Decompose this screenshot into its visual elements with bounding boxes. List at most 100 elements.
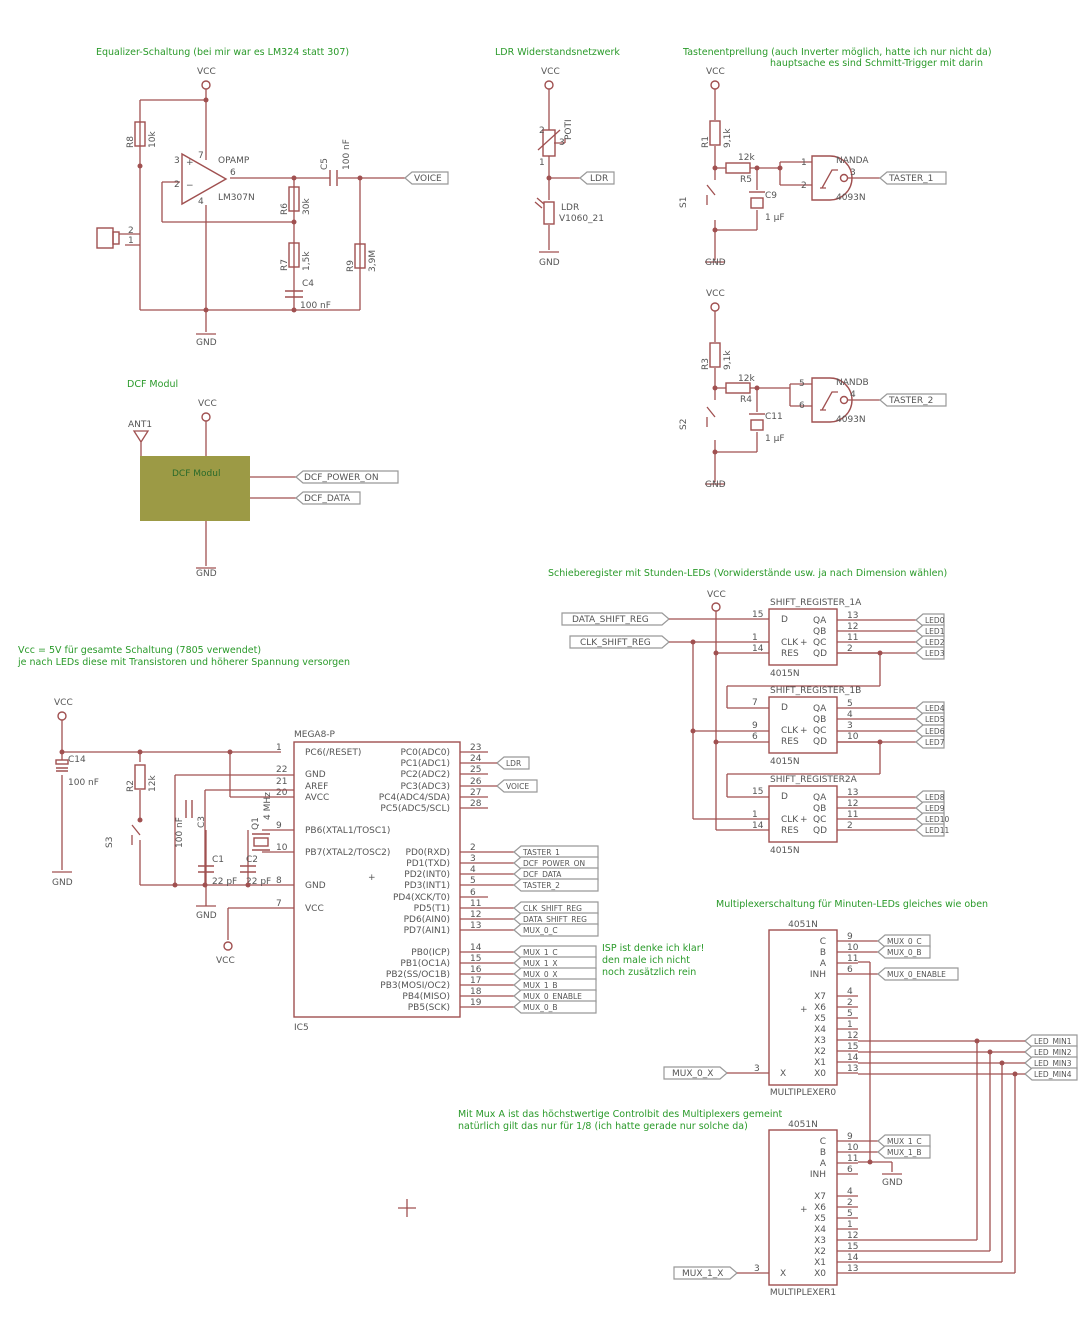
sr0-pin-name-3: QA <box>813 616 827 626</box>
svg-text:+: + <box>186 158 194 168</box>
note-mux-a-1: Mit Mux A ist das höchstwertige Controlb… <box>458 1109 782 1120</box>
db1-gnd-label: GND <box>705 258 726 268</box>
net-ldr: LDR <box>590 174 608 184</box>
c9-label: C9 <box>765 191 777 201</box>
opamp-pin-6: 6 <box>230 168 236 178</box>
mcu-right-pin-name-1: PC1(ADC1) <box>400 759 450 769</box>
db2-gnd-label: GND <box>705 480 726 490</box>
note-mux-a-2: natürlich gilt das nur für 1/8 (ich hatt… <box>458 1121 748 1132</box>
mcu-right-pin-name-15: PB1(OC1A) <box>400 959 450 969</box>
sr2-pin-name-1: CLK <box>781 815 799 825</box>
c11-value: 1 µF <box>765 434 785 444</box>
sr1-pin-name-1: CLK <box>781 726 799 736</box>
mux-1-pin-8: X3 <box>814 1236 826 1246</box>
mux-0-pin-8: X3 <box>814 1036 826 1046</box>
opamp-value: LM307N <box>218 193 255 203</box>
dcf-module: ANT1 VCC DCF Modul GND <box>128 399 296 579</box>
svg-text:+: + <box>800 638 808 648</box>
led-min-label-3: LED_MIN4 <box>1034 1070 1072 1079</box>
mic-pin-2: 2 <box>128 226 134 236</box>
mcu-right-pin-num-5: 28 <box>470 799 482 809</box>
mcu-net-ldr: LDR <box>506 759 521 768</box>
mcu-vcc-label-2: VCC <box>216 956 235 966</box>
ant-label: ANT1 <box>128 420 152 430</box>
mcu-pd-label-1: DCF_POWER_ON <box>523 859 585 868</box>
mux-1-pin-1: B <box>820 1148 826 1158</box>
sr0-pin-name-2: RES <box>781 649 799 659</box>
svg-text:+: + <box>800 726 808 736</box>
sr2-pin-name-5: QC <box>813 815 826 825</box>
mux-0-pin-7: X4 <box>814 1025 826 1035</box>
sr0-pin-name-6: QD <box>813 649 827 659</box>
mcu-right-pin-name-3: PC3(ADC3) <box>400 782 450 792</box>
debounce-1: VCC R1 9,1k 12k R5 C9 1 µF S1 NANDA 4093… <box>679 67 880 268</box>
sr0-pin-num-0: 15 <box>752 610 763 620</box>
mcu-pb-label-4: MUX_0_ENABLE <box>523 992 582 1001</box>
c2-value: 22 pF <box>246 877 271 887</box>
c4-value: 100 nF <box>300 301 331 311</box>
c1-label: C1 <box>212 855 224 865</box>
opamp-name: OPAMP <box>218 156 250 166</box>
mux-0-pin-num-6: 5 <box>847 1009 853 1019</box>
c2-label: C2 <box>246 855 258 865</box>
sr2-pin-name-4: QB <box>813 804 826 814</box>
mux-0-inh-label: MUX_0_ENABLE <box>887 970 946 979</box>
opamp-pin-4: 4 <box>198 197 204 207</box>
mcu-right-pin-num-13: 13 <box>470 921 481 931</box>
nanda-label: NANDA <box>836 156 869 166</box>
mux-0-pin-9: X2 <box>814 1047 826 1057</box>
net-dcf-power: DCF_POWER_ON <box>304 473 379 483</box>
mcu-right-pin-num-1: 24 <box>470 754 482 764</box>
db2-vcc-label: VCC <box>706 289 725 299</box>
mcu-pd-label-5: CLK_SHIFT_REG <box>523 904 582 913</box>
led-label-4: LED4 <box>925 704 945 713</box>
mcu-left-pin-name-5: PB7(XTAL2/TOSC2) <box>305 848 390 858</box>
led-label-6: LED6 <box>925 727 945 736</box>
mcu-left-pin-num-0: 1 <box>276 743 282 753</box>
mcu-pb-label-1: MUX_1_X <box>523 959 558 968</box>
opamp-pin-3: 3 <box>174 156 180 166</box>
mux-0-pin-num-8: 12 <box>847 1031 858 1041</box>
c3-label: C3 <box>197 816 207 828</box>
sr1-pin-num-4: 4 <box>847 710 853 720</box>
mcu-gnd-label-1: GND <box>52 878 73 888</box>
mcu-left-pin-num-6: 8 <box>276 876 282 886</box>
q1-label: Q1 <box>251 817 261 830</box>
sr2-pin-num-1: 1 <box>752 810 758 820</box>
mcu-right-pin-name-6: PD0(RXD) <box>406 848 450 858</box>
mcu-vcc-label: VCC <box>54 698 73 708</box>
opamp-pin-2: 2 <box>174 180 180 190</box>
dcf-vcc-label: VCC <box>198 399 217 409</box>
led-label-5: LED5 <box>925 715 945 724</box>
mux-1-pin-num-11: 13 <box>847 1264 858 1274</box>
sr1-pin-name-3: QA <box>813 704 827 714</box>
sr0-pin-name-1: CLK <box>781 638 799 648</box>
sr1-pin-num-1: 9 <box>752 721 758 731</box>
net-taster-2: TASTER_2 <box>888 396 933 406</box>
mcu-left-pin-name-3: AVCC <box>305 793 329 803</box>
db1-vcc-label: VCC <box>706 67 725 77</box>
mcu-left-pin-name-4: PB6(XTAL1/TOSC1) <box>305 826 390 836</box>
poti-pin-3: 3 <box>559 138 565 148</box>
mcu-right-pin-num-10: 6 <box>470 888 476 898</box>
mux-0-pin-1: B <box>820 948 826 958</box>
net-mux1x: MUX_1_X <box>682 1269 723 1279</box>
sr2-pin-num-0: 15 <box>752 787 763 797</box>
mux-0-pin-num-10: 14 <box>847 1053 859 1063</box>
c4-label: C4 <box>302 279 314 289</box>
nandb-pin-4: 4 <box>850 390 856 400</box>
note-isp-3: noch zusätzlich rein <box>602 967 696 978</box>
note-ldr: LDR Widerstandsnetzwerk <box>495 47 620 58</box>
led-label-0: LED0 <box>925 616 945 625</box>
mux-0-pin-num-5: 2 <box>847 998 853 1008</box>
note-mux: Multiplexerschaltung für Minuten-LEDs gl… <box>716 899 988 910</box>
led-label-3: LED3 <box>925 649 945 658</box>
mux-0-pin-4: X7 <box>814 992 826 1002</box>
r9-value: 3,9M <box>368 250 378 272</box>
mic-pin-1: 1 <box>128 236 134 246</box>
shift-register-0-name: SHIFT_REGISTER_1A <box>770 598 862 608</box>
nanda-pin-2: 2 <box>801 181 807 191</box>
sr1-pin-name-5: QC <box>813 726 826 736</box>
mcu-right-pin-num-19: 19 <box>470 998 482 1008</box>
mcu-pb-label-3: MUX_1_B <box>523 981 558 990</box>
